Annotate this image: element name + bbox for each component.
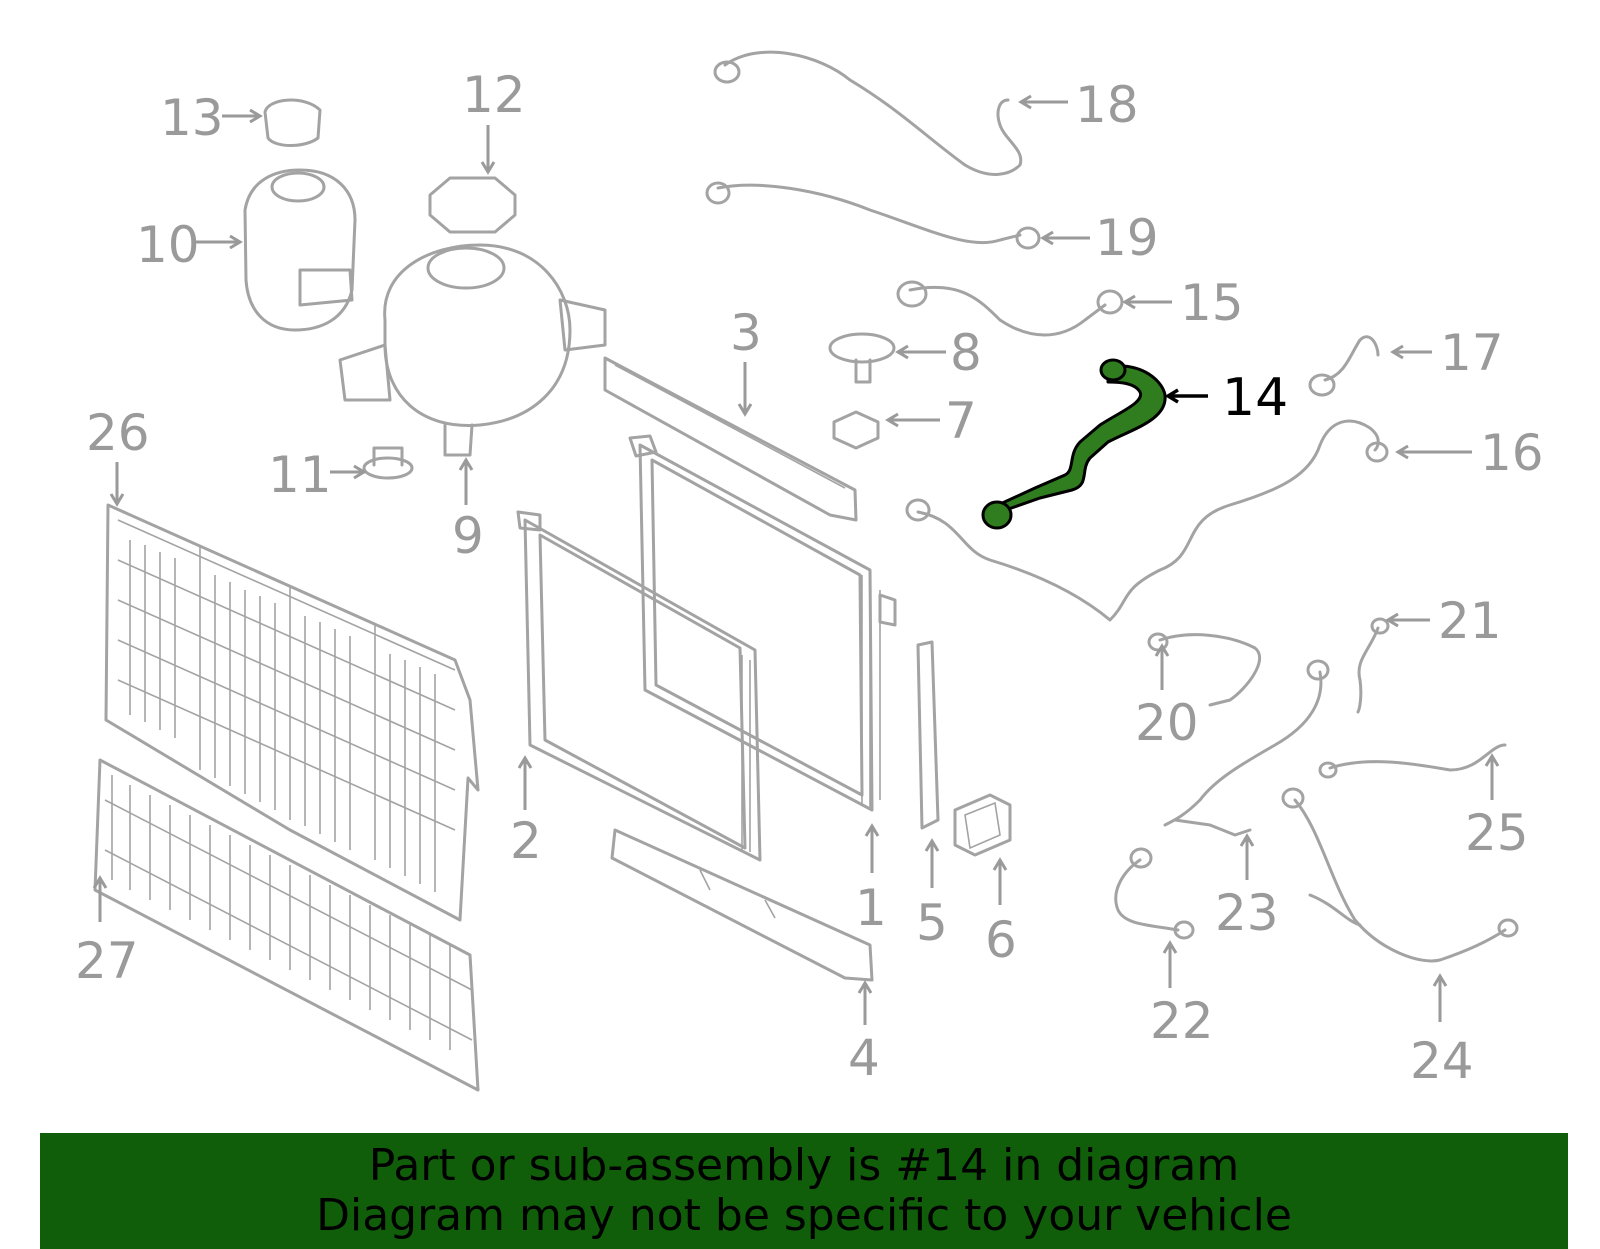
part-22-hose[interactable] (1114, 847, 1195, 940)
banner-line-2: Diagram may not be specific to your vehi… (316, 1190, 1292, 1241)
callout-24[interactable]: 24 (1410, 1032, 1474, 1090)
callout-25[interactable]: 25 (1465, 804, 1529, 862)
part-3-upper-duct[interactable] (603, 356, 858, 522)
callout-10[interactable]: 10 (136, 216, 200, 274)
callout-9[interactable]: 9 (452, 507, 484, 565)
part-12-cap[interactable] (428, 176, 517, 234)
callout-12[interactable]: 12 (462, 66, 526, 124)
callout-4[interactable]: 4 (848, 1029, 880, 1087)
part-4-lower-duct[interactable] (610, 828, 874, 982)
callout-8[interactable]: 8 (950, 324, 982, 382)
callout-26[interactable]: 26 (86, 404, 150, 462)
callout-5[interactable]: 5 (916, 894, 948, 952)
part-21-hose[interactable] (1356, 617, 1390, 714)
part-18-hose[interactable] (713, 50, 1023, 176)
callout-11[interactable]: 11 (268, 446, 332, 504)
part-13-cap[interactable] (263, 98, 322, 147)
part-27-lower-shutter[interactable] (93, 758, 480, 1092)
part-11-grommet[interactable] (362, 446, 414, 480)
callout-13[interactable]: 13 (160, 89, 224, 147)
banner-line-1: Part or sub-assembly is #14 in diagram (368, 1140, 1240, 1191)
callout-22[interactable]: 22 (1150, 992, 1214, 1050)
part-24-hose[interactable] (1281, 787, 1519, 963)
callout-2[interactable]: 2 (510, 812, 542, 870)
part-10-reservoir[interactable] (243, 168, 357, 332)
part-6-bracket[interactable] (953, 793, 1012, 857)
callout-15[interactable]: 15 (1180, 274, 1244, 332)
info-banner: Part or sub-assembly is #14 in diagram D… (40, 1133, 1568, 1249)
callout-14[interactable]: 14 (1222, 368, 1288, 428)
part-23-hose-assembly[interactable] (1163, 659, 1330, 837)
part-7-grommet[interactable] (832, 410, 880, 450)
callout-21[interactable]: 21 (1438, 592, 1502, 650)
callout-16[interactable]: 16 (1480, 424, 1544, 482)
part-1-radiator[interactable] (628, 434, 897, 812)
part-2-condenser[interactable] (516, 510, 762, 862)
callout-23[interactable]: 23 (1215, 884, 1279, 942)
callout-3[interactable]: 3 (730, 304, 762, 362)
callout-1[interactable]: 1 (855, 879, 887, 937)
callout-7[interactable]: 7 (945, 392, 977, 450)
part-26-grille-shutter[interactable] (104, 503, 480, 922)
part-25-line[interactable] (1318, 743, 1507, 779)
callout-19[interactable]: 19 (1095, 209, 1159, 267)
part-5-side-seal[interactable] (916, 640, 940, 830)
callout-27[interactable]: 27 (75, 932, 139, 990)
part-8-clip[interactable] (828, 332, 896, 384)
callout-17[interactable]: 17 (1440, 324, 1504, 382)
part-17-hose[interactable] (1308, 335, 1380, 397)
callout-20[interactable]: 20 (1135, 694, 1199, 752)
callout-6[interactable]: 6 (985, 911, 1017, 969)
part-14-highlighted-hose[interactable] (981, 358, 1167, 530)
part-15-hose[interactable] (896, 280, 1124, 337)
part-16-pipe[interactable] (905, 419, 1389, 622)
leader-arrows (92, 94, 1500, 1025)
callout-18[interactable]: 18 (1075, 76, 1139, 134)
part-9-expansion-tank[interactable] (338, 243, 607, 457)
part-19-hose[interactable] (705, 181, 1041, 250)
